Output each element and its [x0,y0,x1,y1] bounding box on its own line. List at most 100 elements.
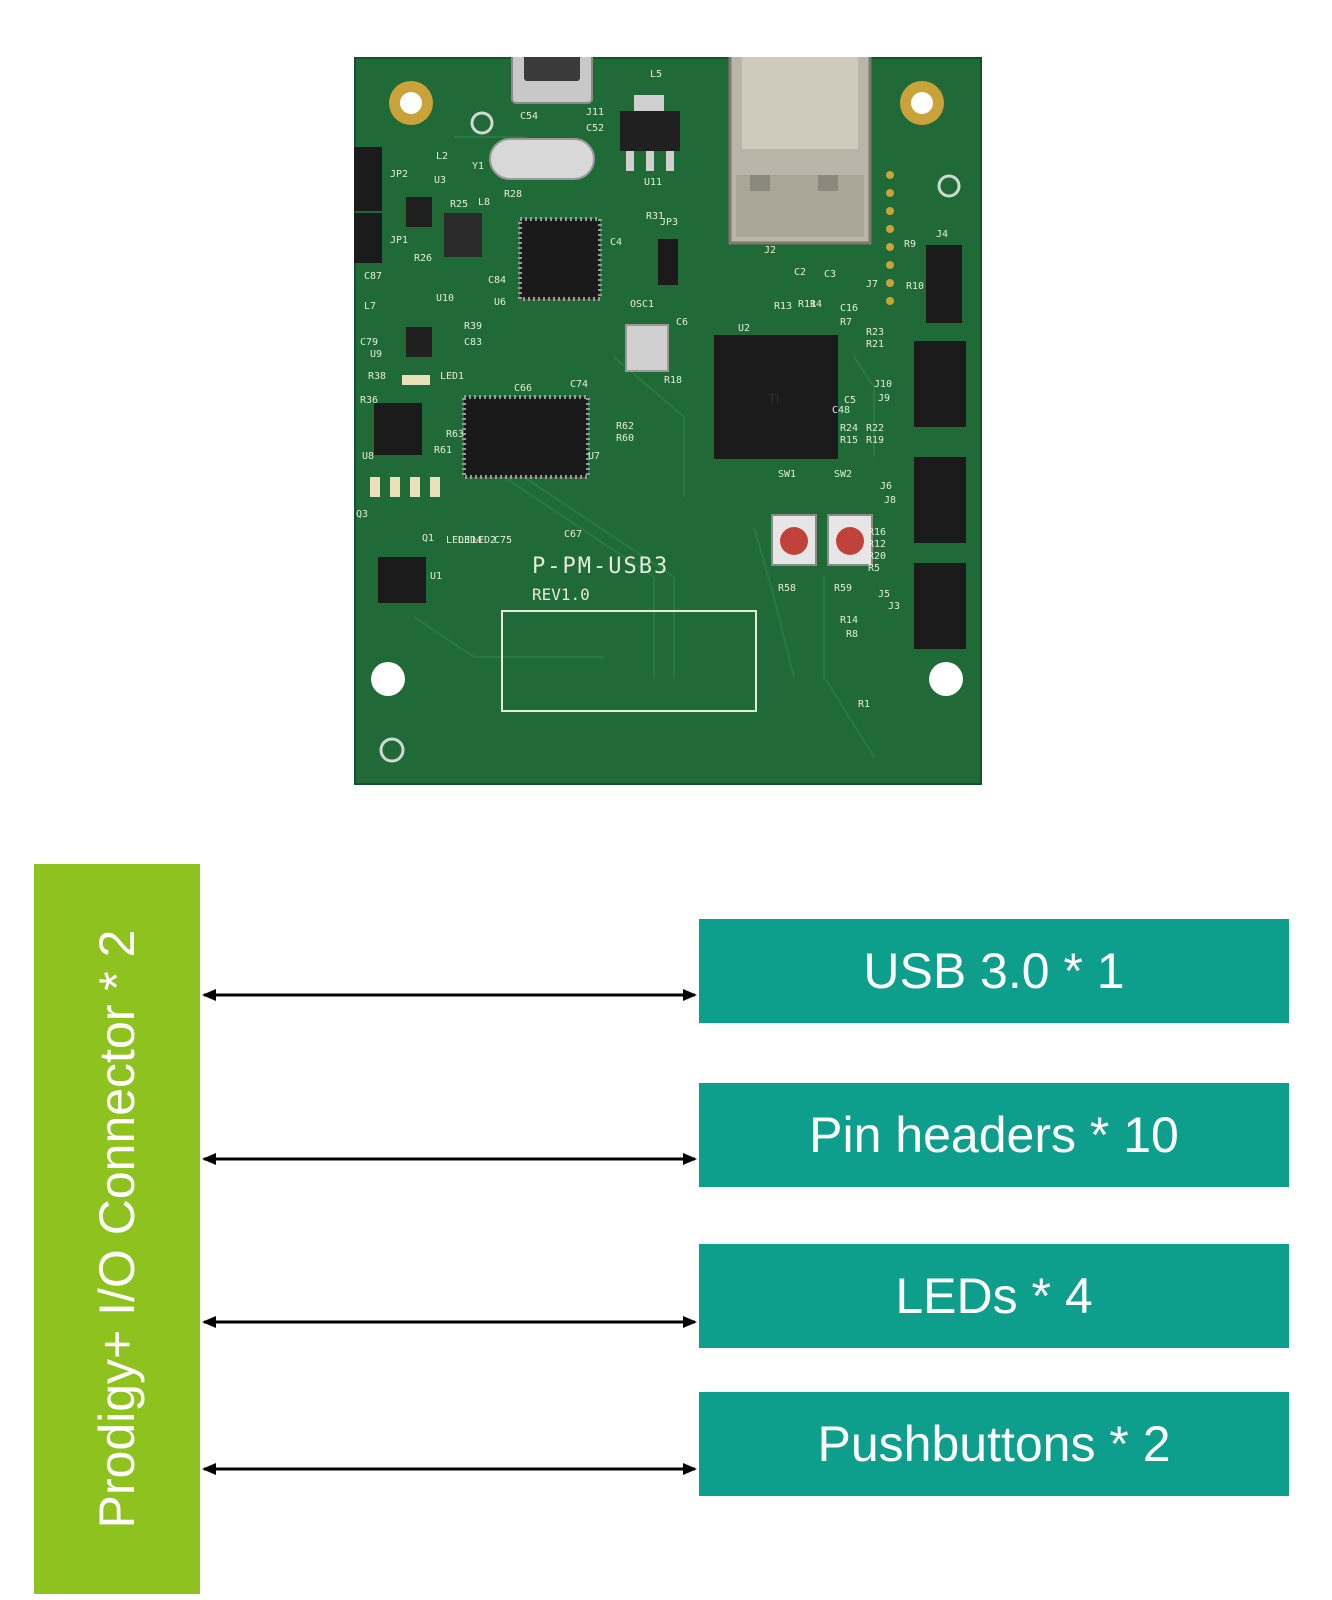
io-connector-block: Prodigy+ I/O Connector * 2 [34,864,200,1594]
silkscreen-label: L7 [364,301,376,312]
silkscreen-label: Q3 [356,509,368,520]
silkscreen-label: U10 [436,293,454,304]
silkscreen-label: LED1 [440,371,464,382]
silkscreen-label: J2 [764,245,776,256]
pcb-substrate [354,57,982,785]
silkscreen-label: Y1 [472,161,484,172]
silkscreen-label: C74 [570,379,588,390]
svg-text:TI: TI [768,392,780,406]
silkscreen-label: R9 [904,239,916,250]
revision-label: REV1.0 [532,585,590,604]
silkscreen-label: J4 [936,229,948,240]
silkscreen-label: C2 [794,267,806,278]
block-usb3: USB 3.0 * 1 [699,919,1289,1023]
silkscreen-label: R25 [450,199,468,210]
block-leds: LEDs * 4 [699,1244,1289,1348]
mounting-hole-icon [371,662,405,696]
pushbutton-icon [827,514,873,566]
silkscreen-label: C48 [832,405,850,416]
silkscreen-label: SW1 [778,469,796,480]
silkscreen-label: R22 [866,423,884,434]
silkscreen-label: R18 [664,375,682,386]
block-label: Pin headers * 10 [809,1107,1179,1163]
silkscreen-label: J9 [878,393,890,404]
silkscreen-label: J5 [878,589,890,600]
silkscreen-label: J11 [586,107,604,118]
silkscreen-label: J3 [888,601,900,612]
silkscreen-label: R20 [868,551,886,562]
block-label: LEDs * 4 [895,1268,1093,1324]
silkscreen-label: C6 [676,317,688,328]
block-label: USB 3.0 * 1 [863,943,1125,999]
silkscreen-label: SW2 [834,469,852,480]
silkscreen-label: R26 [414,253,432,264]
silkscreen-label: C84 [488,275,506,286]
silkscreen-label: C83 [464,337,482,348]
silkscreen-label: R62 [616,421,634,432]
silkscreen-label: R14 [840,615,858,626]
silkscreen-label: C3 [824,269,836,280]
silkscreen-label: LED4 [458,535,482,546]
silkscreen-label: LED3 [446,535,470,546]
silkscreen-label: R23 [866,327,884,338]
mounting-hole-icon [900,81,944,125]
silkscreen-label: OSC1 [630,299,654,310]
silkscreen-label: J6 [880,481,892,492]
silkscreen-label: R7 [840,317,852,328]
silkscreen-label: C16 [840,303,858,314]
io-connector-label: Prodigy+ I/O Connector * 2 [89,929,145,1529]
silkscreen-label: Q1 [422,533,434,544]
micro-usb-connector [511,57,593,104]
silkscreen-label: C4 [610,237,622,248]
silkscreen-label: R38 [368,371,386,382]
silkscreen-label: R13 [774,301,792,312]
block-pushbuttons: Pushbuttons * 2 [699,1392,1289,1496]
mounting-hole-icon [389,81,433,125]
silkscreen-label: J10 [874,379,892,390]
silkscreen-label: LED2 [472,535,496,546]
silkscreen-label: U9 [370,349,382,360]
silkscreen-label: C79 [360,337,378,348]
silkscreen-label: R1 [858,699,870,710]
product-label: P-PM-USB3 [532,554,669,579]
silkscreen-label: R21 [866,339,884,350]
silkscreen-label: U3 [434,175,446,186]
silkscreen-label: R39 [464,321,482,332]
silkscreen-label: C54 [520,111,538,122]
silkscreen-label: C52 [586,123,604,134]
silkscreen-label: R16 [868,527,886,538]
silkscreen-label: J7 [866,279,878,290]
silkscreen-label: R59 [834,583,852,594]
silkscreen-label: R28 [504,189,522,200]
silkscreen-label: R10 [906,281,924,292]
silkscreen-label: R19 [866,435,884,446]
silkscreen-label: R36 [360,395,378,406]
silkscreen-label: R15 [840,435,858,446]
silkscreen-label: R31 [646,211,664,222]
silkscreen-label: U1 [430,571,442,582]
block-label: Pushbuttons * 2 [817,1416,1171,1472]
silkscreen-label: JP2 [390,169,408,180]
silkscreen-label: L2 [436,151,448,162]
silkscreen-label: R5 [868,563,880,574]
silkscreen-label: U8 [362,451,374,462]
silkscreen-label: C66 [514,383,532,394]
silkscreen-label: C5 [844,395,856,406]
silkscreen-label: R11 [798,299,816,310]
silkscreen-label: R60 [616,433,634,444]
silkscreen-label: R58 [778,583,796,594]
silkscreen-label: C67 [564,529,582,540]
pushbutton-icon [771,514,817,566]
silkscreen-label: L8 [478,197,490,208]
silkscreen-label: JP1 [390,235,408,246]
block-pin-headers: Pin headers * 10 [699,1083,1289,1187]
silkscreen-label: U2 [738,323,750,334]
pcb-board-photo: TI [354,57,982,785]
silkscreen-label: JP3 [660,217,678,228]
silkscreen-label: C75 [494,535,512,546]
silkscreen-label: R12 [868,539,886,550]
silkscreen-label: U11 [644,177,662,188]
mounting-hole-icon [929,662,963,696]
silkscreen-label: R24 [840,423,858,434]
silkscreen-label: C87 [364,271,382,282]
